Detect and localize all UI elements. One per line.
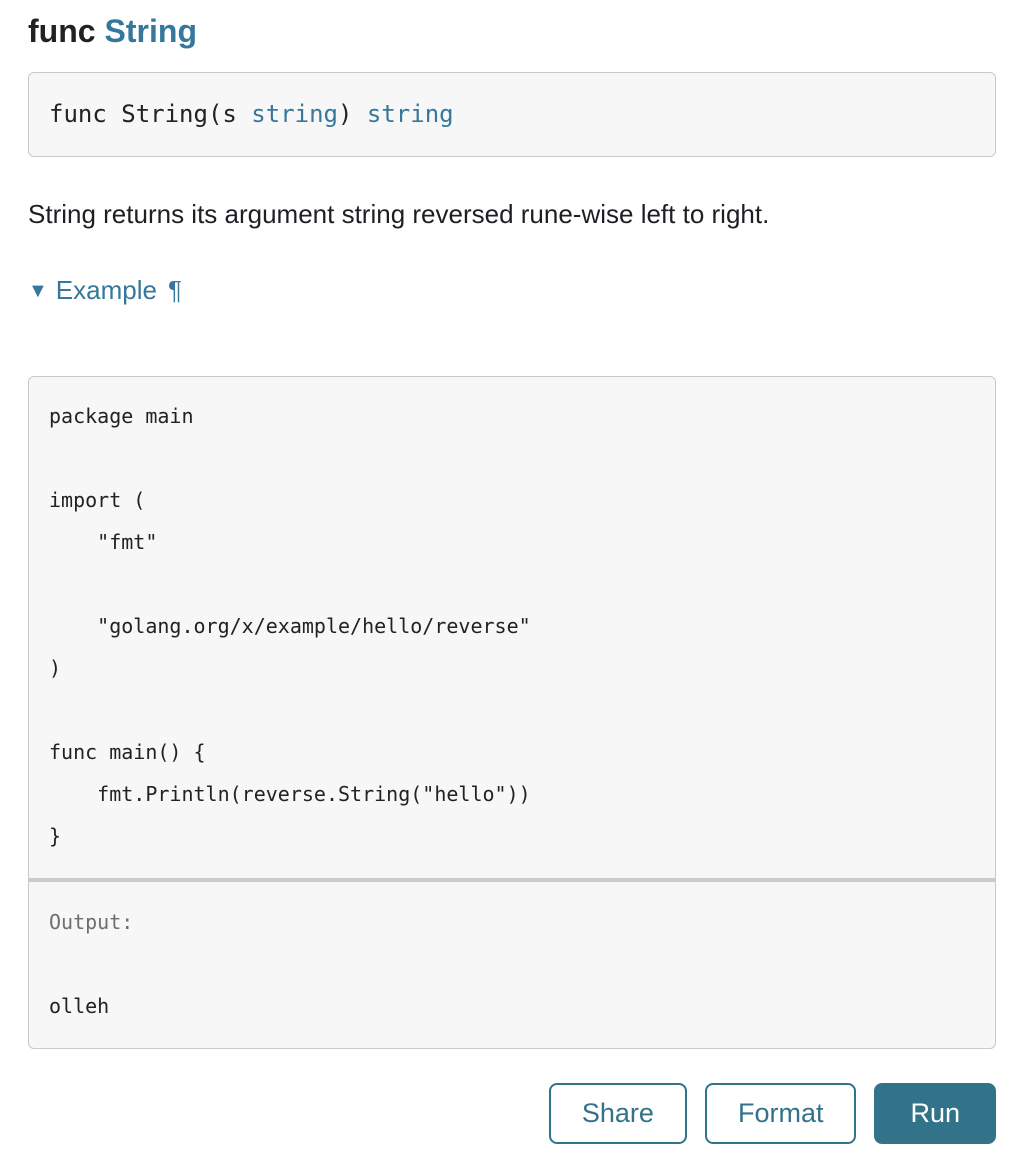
format-button[interactable]: Format [704, 1083, 857, 1144]
param-type-link[interactable]: string [251, 100, 338, 128]
function-description: String returns its argument string rever… [28, 199, 770, 229]
triangle-down-icon: ▼ [28, 279, 48, 302]
example-output-section: Output: olleh [29, 878, 995, 1048]
share-button[interactable]: Share [548, 1083, 687, 1144]
playground-button-row: Share Format Run [28, 1083, 996, 1144]
run-button[interactable]: Run [874, 1083, 996, 1144]
function-name-link[interactable]: String [104, 13, 197, 49]
example-toggle[interactable]: ▼ Example ¶ [28, 275, 996, 306]
example-toggle-label: Example [55, 275, 157, 305]
function-signature: func String(s string) string [49, 99, 975, 130]
signature-text: func String(s [49, 100, 252, 128]
example-playground: package main import ( "fmt" "golang.org/… [28, 376, 996, 1049]
function-signature-box: func String(s string) string [28, 72, 996, 157]
pilcrow-anchor-icon[interactable]: ¶ [167, 275, 182, 305]
return-type-link[interactable]: string [366, 100, 454, 128]
output-value: olleh [49, 994, 110, 1018]
signature-text: ) [338, 100, 367, 128]
example-code-editor[interactable]: package main import ( "fmt" "golang.org/… [49, 404, 531, 848]
output-label: Output: [49, 910, 134, 934]
func-keyword: func [28, 13, 96, 49]
